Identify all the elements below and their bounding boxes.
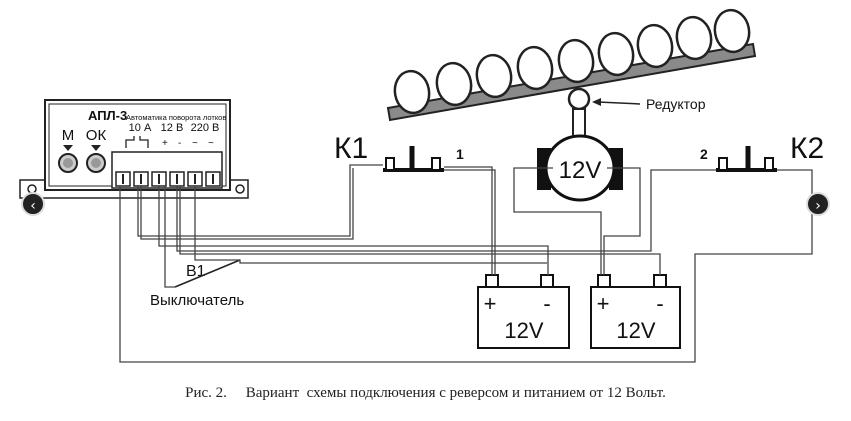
wires	[119, 164, 813, 363]
figure-caption: Рис. 2. Вариант схемы подключения с реве…	[0, 385, 851, 402]
k1-label: К1	[334, 132, 368, 165]
battery-1-voltage: 12V	[504, 318, 543, 343]
controller-subtitle: Автоматика поворота лотков	[126, 113, 226, 122]
battery-1-plus: +	[484, 291, 497, 316]
button-ok-label: ОК	[86, 127, 107, 144]
battery-1: + - 12V	[477, 274, 570, 349]
battery-2: + - 12V	[590, 274, 681, 349]
controller-name: АПЛ-3	[88, 108, 127, 123]
controller-apl3: АПЛ-3 Автоматика поворота лотков М ОК 10…	[19, 99, 249, 199]
switch-name-label: Выключатель	[150, 292, 244, 309]
terminal-plus-sign: +	[162, 138, 168, 149]
reducer-label: Редуктор	[646, 96, 706, 112]
caption-text: Вариант схемы подключения с реверсом и п…	[245, 385, 666, 401]
terminal-ac-sign-1: ~	[192, 138, 198, 149]
battery-2-minus: -	[656, 291, 663, 316]
reducer: Редуктор	[567, 87, 706, 138]
terminal-12v-label: 12 В	[161, 122, 184, 134]
terminal-ac-sign-2: ~	[208, 138, 214, 149]
button-m-label: М	[62, 127, 75, 144]
switch-id-label: В1	[186, 263, 206, 280]
limit-switch-k1: К1 1	[334, 132, 464, 172]
prev-arrow-button[interactable]: ‹	[21, 192, 45, 216]
k2-pin-label: 2	[700, 146, 708, 162]
k1-pin-label: 1	[456, 146, 464, 162]
terminal-minus-sign: -	[178, 138, 181, 149]
egg-tray	[386, 8, 757, 122]
terminal-220v-label: 220 В	[191, 122, 220, 134]
limit-switch-k2: К2 2	[700, 132, 824, 172]
switch-b1: В1 Выключатель	[150, 259, 244, 309]
motor-label: 12V	[559, 157, 602, 184]
k2-label: К2	[790, 132, 824, 165]
battery-2-plus: +	[597, 291, 610, 316]
battery-2-voltage: 12V	[616, 318, 655, 343]
motor: 12V	[537, 134, 623, 202]
next-arrow-button[interactable]: ›	[806, 192, 830, 216]
terminal-10a-label: 10 А	[129, 122, 152, 134]
battery-1-minus: -	[543, 291, 550, 316]
caption-prefix: Рис. 2.	[185, 385, 227, 401]
